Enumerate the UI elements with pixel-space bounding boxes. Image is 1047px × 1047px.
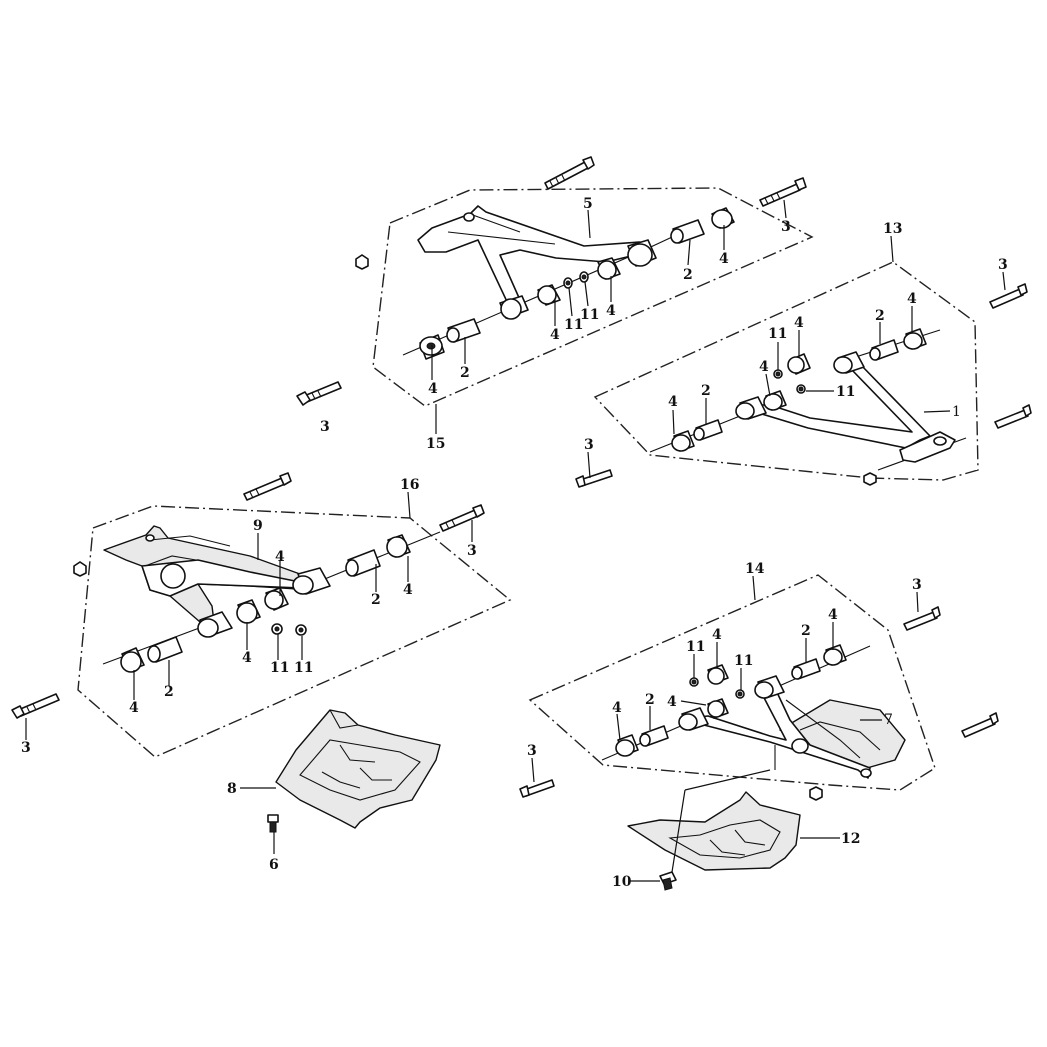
callout-4: 4 <box>129 700 139 716</box>
bolt-icon <box>961 712 999 738</box>
assembly-14 <box>601 644 906 801</box>
callout-2: 2 <box>164 684 174 700</box>
callout-11: 11 <box>686 639 705 655</box>
nut-icon <box>73 561 87 577</box>
a-arm-7 <box>678 675 906 779</box>
callout-12: 12 <box>841 831 860 847</box>
assembly-13 <box>649 328 967 486</box>
callout-4: 4 <box>712 627 722 643</box>
callout-4: 4 <box>794 315 804 331</box>
bolt-icon <box>439 504 485 532</box>
swing-arm-9 <box>103 525 331 638</box>
callout-4: 4 <box>828 607 838 623</box>
callout-3: 3 <box>998 257 1008 273</box>
bolt-icon <box>575 469 613 488</box>
callout-6: 6 <box>269 857 279 873</box>
assembly-boundary-16 <box>77 505 512 758</box>
bolt-icon <box>989 283 1028 309</box>
callout-2: 2 <box>683 267 693 283</box>
callout-11: 11 <box>564 317 583 333</box>
callout-3: 3 <box>320 419 330 435</box>
callout-4: 4 <box>428 381 438 397</box>
callout-2: 2 <box>645 692 655 708</box>
callout-3: 3 <box>467 543 477 559</box>
callout-labels: 5 3 2 4 4 11 11 4 2 4 15 3 13 3 4 2 11 4… <box>21 196 1008 890</box>
callout-11: 11 <box>294 660 313 676</box>
a-arm-1 <box>735 351 956 463</box>
callout-14: 14 <box>745 561 765 577</box>
assembly-boundary-15 <box>372 187 814 407</box>
bushing-set <box>615 644 847 757</box>
nut-icon <box>809 786 823 801</box>
bolt-icon <box>994 404 1032 429</box>
bolt-icon <box>759 177 807 207</box>
callout-11: 11 <box>836 384 855 400</box>
callout-2: 2 <box>460 365 470 381</box>
callout-1: 1 <box>952 404 961 420</box>
callout-2: 2 <box>801 623 811 639</box>
callout-2: 2 <box>701 383 711 399</box>
callout-11: 11 <box>580 307 599 323</box>
callout-4: 4 <box>668 394 678 410</box>
callout-2: 2 <box>371 592 381 608</box>
callout-15: 15 <box>426 436 445 452</box>
callout-4: 4 <box>606 303 616 319</box>
a-arm-5 <box>417 205 657 320</box>
callout-5: 5 <box>583 196 593 212</box>
callout-4: 4 <box>719 251 729 267</box>
callout-4: 4 <box>759 359 769 375</box>
bushing-set <box>120 534 411 673</box>
skid-plate-8 <box>275 709 441 829</box>
assembly-15 <box>355 205 735 360</box>
callout-9: 9 <box>253 518 263 534</box>
callout-3: 3 <box>527 743 537 759</box>
assembly-boundary-14 <box>528 574 936 791</box>
callout-4: 4 <box>612 700 622 716</box>
bushing-set-right <box>670 207 735 244</box>
bolt-6 <box>267 814 279 833</box>
callout-3: 3 <box>21 740 31 756</box>
bolt-icon <box>519 779 555 798</box>
nut-icon <box>863 472 877 486</box>
callout-11: 11 <box>734 653 753 669</box>
callout-3: 3 <box>584 437 594 453</box>
callout-7: 7 <box>884 712 893 728</box>
bolt-icon <box>903 606 941 631</box>
callout-4: 4 <box>550 327 560 343</box>
bolt-icon <box>296 381 342 406</box>
bolt-icon <box>544 156 595 190</box>
callout-8: 8 <box>227 781 237 797</box>
bolt-icon <box>243 472 292 501</box>
callout-3: 3 <box>781 219 791 235</box>
leader-lines <box>25 199 1006 882</box>
assembly-boundary-13 <box>593 261 979 481</box>
skid-plate-12 <box>627 791 801 871</box>
assembly-16 <box>73 525 441 673</box>
callout-4: 4 <box>275 549 285 565</box>
callout-13: 13 <box>883 221 902 237</box>
callout-11: 11 <box>768 326 787 342</box>
callout-4: 4 <box>403 582 413 598</box>
bolt-10 <box>659 871 677 891</box>
callout-10: 10 <box>612 874 632 890</box>
callout-16: 16 <box>400 477 419 493</box>
bolt-set-3 <box>11 156 1032 798</box>
callout-11: 11 <box>270 660 289 676</box>
callout-2: 2 <box>875 308 885 324</box>
nut-icon <box>355 254 369 270</box>
callout-4: 4 <box>907 291 917 307</box>
callout-4: 4 <box>667 694 677 710</box>
bushing-set <box>671 328 927 452</box>
callout-4: 4 <box>242 650 252 666</box>
bushing-set-center <box>537 257 621 306</box>
callout-3: 3 <box>912 577 922 593</box>
bolt-icon <box>11 693 60 719</box>
bushing-set-left <box>419 318 481 360</box>
